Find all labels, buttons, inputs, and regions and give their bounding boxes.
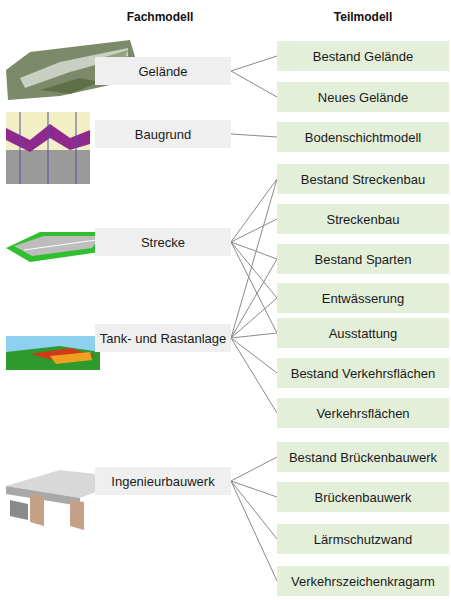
- sub-model-box: Streckenbau: [277, 204, 449, 234]
- sub-model-box: Lärmschutzwand: [277, 524, 449, 554]
- node-label: Bodenschichtmodell: [305, 130, 421, 145]
- node-label: Tank- und Rastanlage: [100, 331, 226, 346]
- model-connector: [231, 134, 277, 137]
- node-label: Bestand Streckenbau: [301, 172, 425, 187]
- node-label: Verkehrsflächen: [316, 406, 409, 421]
- node-label: Lärmschutzwand: [314, 532, 412, 547]
- discipline-model-box: Tank- und Rastanlage: [95, 324, 231, 352]
- sub-model-box: Verkehrszeichenkragarm: [277, 566, 449, 596]
- node-label: Bestand Brückenbauwerk: [289, 450, 437, 465]
- model-connector: [231, 338, 277, 373]
- column-header: Teilmodell: [313, 10, 413, 24]
- discipline-model-box: Ingenieurbauwerk: [95, 467, 231, 495]
- sub-model-box: Bestand Gelände: [277, 41, 449, 71]
- discipline-model-box: Strecke: [95, 228, 231, 256]
- node-label: Bestand Gelände: [313, 49, 413, 64]
- column-header: Fachmodell: [110, 10, 210, 24]
- sub-model-box: Ausstattung: [277, 318, 449, 348]
- soil-section-image: [6, 112, 90, 184]
- node-label: Streckenbau: [327, 212, 400, 227]
- rest-area-image: [6, 336, 100, 370]
- node-label: Baugrund: [135, 127, 191, 142]
- sub-model-box: Bestand Streckenbau: [277, 164, 449, 194]
- node-label: Strecke: [141, 235, 185, 250]
- sub-model-box: Verkehrsflächen: [277, 398, 449, 428]
- node-label: Ingenieurbauwerk: [111, 474, 214, 489]
- model-connector: [231, 333, 277, 338]
- sub-model-box: Neues Gelände: [277, 82, 449, 112]
- node-label: Gelände: [138, 64, 187, 79]
- sub-model-box: Brückenbauwerk: [277, 482, 449, 512]
- model-connector: [231, 481, 277, 581]
- discipline-model-box: Baugrund: [95, 120, 231, 148]
- node-label: Brückenbauwerk: [315, 490, 412, 505]
- sub-model-box: Bodenschichtmodell: [277, 122, 449, 152]
- node-label: Entwässerung: [322, 291, 404, 306]
- model-connector: [231, 71, 277, 97]
- model-connector: [231, 179, 277, 242]
- model-connector: [231, 338, 277, 413]
- node-label: Neues Gelände: [318, 90, 408, 105]
- node-label: Bestand Sparten: [315, 252, 412, 267]
- node-label: Bestand Verkehrsflächen: [291, 366, 436, 381]
- model-connector: [231, 242, 277, 333]
- model-connector: [231, 179, 277, 338]
- sub-model-box: Bestand Brückenbauwerk: [277, 442, 449, 472]
- node-label: Ausstattung: [329, 326, 398, 341]
- sub-model-box: Bestand Sparten: [277, 244, 449, 274]
- sub-model-box: Bestand Verkehrsflächen: [277, 358, 449, 388]
- model-connector: [231, 56, 277, 71]
- sub-model-box: Entwässerung: [277, 283, 449, 313]
- model-connector: [231, 298, 277, 338]
- model-connector: [231, 219, 277, 242]
- node-label: Verkehrszeichenkragarm: [291, 574, 435, 589]
- model-connector: [231, 457, 277, 481]
- discipline-model-box: Gelände: [95, 57, 231, 85]
- model-connector: [231, 259, 277, 338]
